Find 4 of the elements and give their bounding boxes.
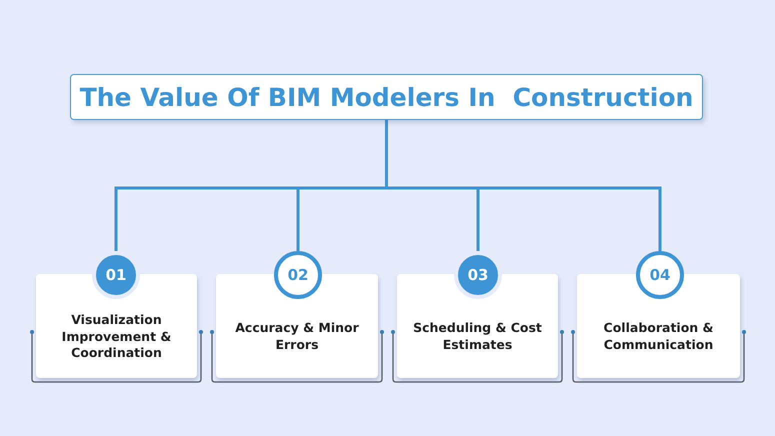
number-circle: 02 xyxy=(274,251,322,299)
title-box: The Value Of BIM Modelers In Construction xyxy=(70,74,703,120)
number-circle: 04 xyxy=(636,251,684,299)
connector-line xyxy=(385,120,662,251)
